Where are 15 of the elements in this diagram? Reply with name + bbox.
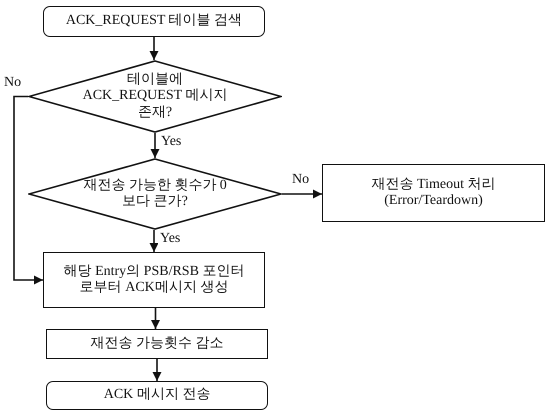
arrow (152, 359, 162, 381)
arrow (13, 96, 43, 284)
decision-diamond: 테이블에 ACK_REQUEST 메시지 존재? (28, 60, 282, 133)
arrow (282, 190, 322, 198)
arrow (151, 308, 160, 329)
process-box: 해당 Entry의 PSB/RSB 포인터로부터 ACK메시지 생성 (43, 252, 265, 308)
process-box: 재전송 Timeout 처리 (Error/Teardown) (322, 164, 545, 222)
arrow (150, 133, 160, 158)
terminal-box: ACK 메시지 전송 (46, 381, 268, 410)
decision-diamond: 재전송 가능한 횟수가 0보다 큰가? (28, 158, 282, 230)
edge-label: Yes (158, 231, 182, 246)
arrow (150, 230, 158, 252)
process-box: 재전송 가능횟수 감소 (46, 329, 268, 359)
arrow (150, 37, 158, 60)
terminal-box: ACK_REQUEST 테이블 검색 (43, 6, 265, 37)
